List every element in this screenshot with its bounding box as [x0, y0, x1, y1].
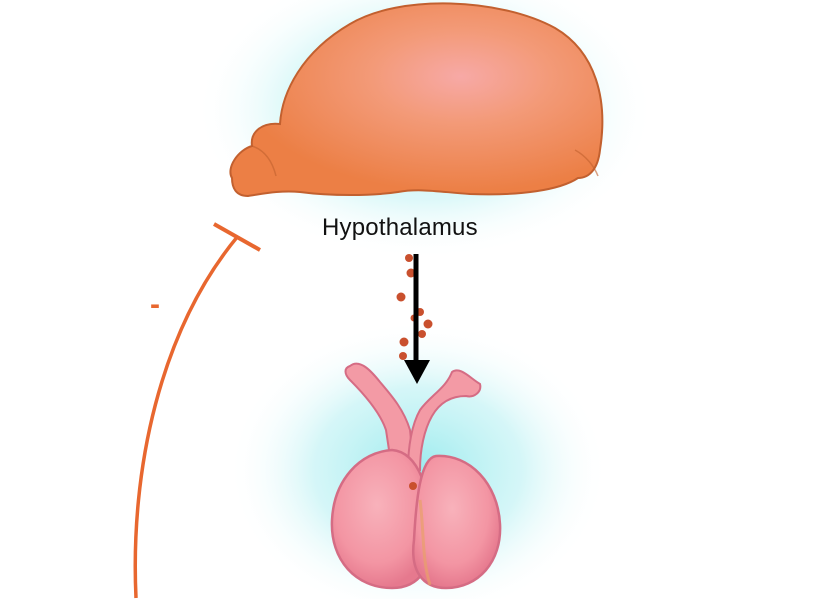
pituitary-gland-icon — [330, 362, 502, 590]
inhibitory-feedback-arrow — [133, 222, 261, 599]
hypothalamus-organ-icon — [229, 2, 604, 198]
hypothalamus-label: Hypothalamus — [322, 214, 478, 241]
downward-arrow-icon — [404, 254, 430, 384]
inhibition-sign: - — [150, 288, 160, 321]
